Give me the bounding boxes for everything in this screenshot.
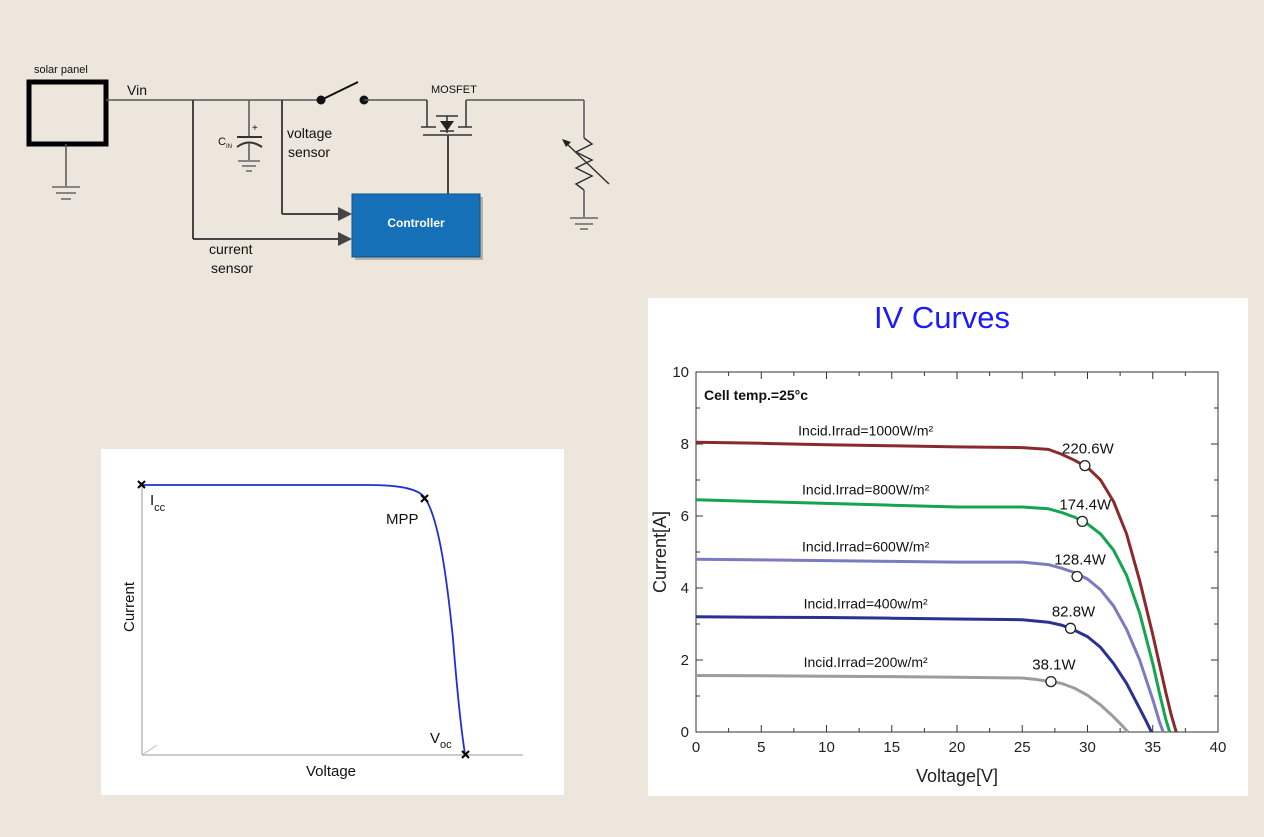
mpp-marker bbox=[420, 494, 429, 503]
series-name-label: Incid.Irrad=200w/m² bbox=[804, 654, 928, 670]
iv-curves-chart: IV Curves 0 5 10 15 20 25 30 35 40 0 2 4 6 8 10 Incid.… bbox=[648, 298, 1248, 796]
voltage-sensor-label-2: sensor bbox=[288, 144, 330, 160]
y-tick-label: 8 bbox=[681, 436, 689, 453]
x-tick-label: 35 bbox=[1144, 739, 1161, 756]
capacitor-icon bbox=[236, 136, 263, 148]
ground-icon bbox=[570, 217, 598, 230]
svg-text:Voc: Voc bbox=[430, 730, 452, 751]
mpp-power-label: 38.1W bbox=[1032, 657, 1076, 674]
x-tick-label: 5 bbox=[757, 739, 765, 756]
ground-icon bbox=[52, 186, 80, 200]
mpp-point-marker bbox=[1079, 459, 1091, 472]
x-tick-label: 30 bbox=[1079, 739, 1096, 756]
y-tick-label: 10 bbox=[672, 364, 689, 381]
mpp-point-marker bbox=[1076, 515, 1088, 528]
mppt-circuit-diagram: solar panel Vin + CIN current sensor vol… bbox=[26, 64, 610, 276]
series-name-label: Incid.Irrad=600W/m² bbox=[802, 539, 930, 555]
series-name-label: Incid.Irrad=800W/m² bbox=[802, 481, 930, 497]
voc-subscript: oc bbox=[440, 739, 452, 751]
mpp-point-marker bbox=[1064, 622, 1077, 634]
y-tick-label: 0 bbox=[681, 724, 689, 741]
cin-subscript: IN bbox=[226, 144, 232, 150]
vin-label: Vin bbox=[127, 82, 147, 98]
voc-label: V bbox=[430, 730, 440, 747]
ground-icon bbox=[238, 160, 260, 172]
controller-box bbox=[351, 193, 481, 258]
mpp-power-label: 128.4W bbox=[1054, 551, 1107, 568]
y-tick-label: 6 bbox=[681, 508, 689, 525]
series-line-4 bbox=[695, 674, 1130, 734]
switch-icon bbox=[316, 81, 369, 105]
svg-text:Icc: Icc bbox=[150, 492, 166, 514]
x-tick-label: 20 bbox=[949, 739, 966, 756]
axis-ticks: 0 5 10 15 20 25 30 35 40 0 2 4 6 8 10 bbox=[672, 364, 1226, 756]
x-tick-label: 0 bbox=[692, 739, 700, 756]
chart-x-axis-label: Voltage[V] bbox=[916, 766, 998, 786]
series-name-label: Incid.Irrad=400w/m² bbox=[804, 596, 928, 612]
series-line-0 bbox=[695, 440, 1178, 733]
mpp-label: MPP bbox=[386, 511, 419, 528]
mpp-power-label: 82.8W bbox=[1052, 603, 1096, 620]
series-name-label: Incid.Irrad=1000W/m² bbox=[798, 423, 933, 439]
capacitor-plus: + bbox=[252, 123, 258, 134]
simple-x-axis-label: Voltage bbox=[306, 763, 356, 780]
iv-curve-line bbox=[141, 484, 466, 755]
y-tick-label: 4 bbox=[681, 580, 689, 597]
x-tick-label: 15 bbox=[883, 739, 900, 756]
controller-label: Controller bbox=[387, 216, 445, 230]
icc-subscript: cc bbox=[154, 502, 166, 514]
x-tick-label: 25 bbox=[1014, 739, 1031, 756]
simple-y-axis-label: Current bbox=[121, 581, 138, 632]
mpp-point-marker bbox=[1071, 570, 1083, 583]
icc-marker bbox=[137, 480, 146, 489]
current-sensor-label-1: current bbox=[209, 241, 253, 257]
y-tick-label: 2 bbox=[681, 652, 689, 669]
cell-temp-annotation: Cell temp.=25°c bbox=[704, 387, 808, 403]
solar-panel-label: solar panel bbox=[34, 64, 88, 76]
icc-label: I bbox=[150, 492, 154, 509]
variable-resistor-icon bbox=[562, 137, 610, 191]
chart-title: IV Curves bbox=[874, 300, 1010, 335]
voltage-sensor-label-1: voltage bbox=[287, 125, 332, 141]
cin-label: C bbox=[218, 136, 226, 148]
voltage-sense-arrow-icon bbox=[338, 207, 352, 221]
chart-y-axis-label: Current[A] bbox=[650, 511, 670, 593]
svg-text:CIN: CIN bbox=[218, 136, 232, 150]
series-lines bbox=[695, 440, 1178, 734]
series-labels: Incid.Irrad=1000W/m² 220.6W Incid.Irrad=80… bbox=[798, 423, 1115, 688]
current-sense-arrow-icon bbox=[338, 232, 352, 246]
mosfet-label: MOSFET bbox=[431, 84, 477, 96]
current-sensor-label-2: sensor bbox=[211, 260, 253, 276]
solar-panel-box bbox=[26, 79, 109, 147]
simple-iv-curve: Icc MPP Voc Voltage Current bbox=[101, 449, 564, 795]
series-line-2 bbox=[695, 557, 1165, 733]
mosfet-icon bbox=[421, 100, 472, 136]
mpp-point-marker bbox=[1045, 675, 1057, 688]
voc-marker bbox=[461, 750, 470, 759]
x-tick-label: 10 bbox=[818, 739, 835, 756]
mpp-power-label: 220.6W bbox=[1062, 441, 1115, 458]
mpp-power-label: 174.4W bbox=[1059, 496, 1112, 513]
x-tick-label: 40 bbox=[1210, 739, 1227, 756]
